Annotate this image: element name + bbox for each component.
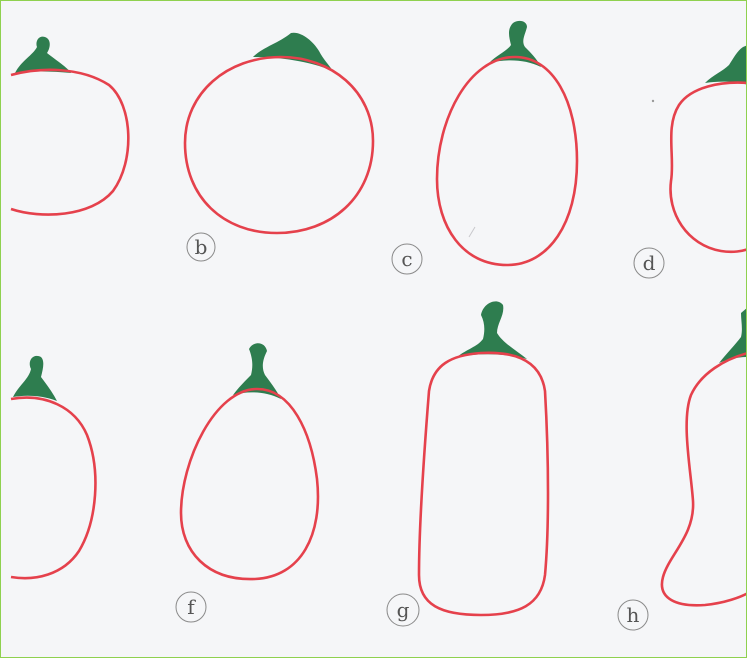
calyx-g xyxy=(457,301,527,359)
shape-c: c xyxy=(392,21,577,274)
outline-d xyxy=(670,83,747,252)
shape-b: b xyxy=(185,33,373,261)
shape-d: d xyxy=(634,45,747,278)
outline-a xyxy=(11,70,128,215)
paper-mark xyxy=(469,227,475,237)
shape-e xyxy=(11,356,95,578)
label-c: c xyxy=(401,247,412,271)
calyx-d xyxy=(705,45,747,85)
shape-f: f xyxy=(176,343,318,622)
paper-dot xyxy=(652,100,654,102)
label-g: g xyxy=(397,598,410,622)
shape-h: h xyxy=(618,307,747,630)
label-b: b xyxy=(195,235,208,259)
outline-e xyxy=(11,398,95,579)
label-h: h xyxy=(627,603,640,627)
outline-g xyxy=(419,353,548,615)
shape-g: g xyxy=(387,301,548,626)
calyx-e xyxy=(13,356,57,401)
outline-h xyxy=(662,353,747,605)
outline-b xyxy=(185,57,373,233)
shape-a xyxy=(11,37,128,215)
calyx-a xyxy=(15,37,71,73)
calyx-f xyxy=(233,343,281,399)
outline-f xyxy=(181,389,318,579)
label-d: d xyxy=(643,251,656,275)
outline-c xyxy=(437,57,577,265)
label-f: f xyxy=(187,595,196,619)
